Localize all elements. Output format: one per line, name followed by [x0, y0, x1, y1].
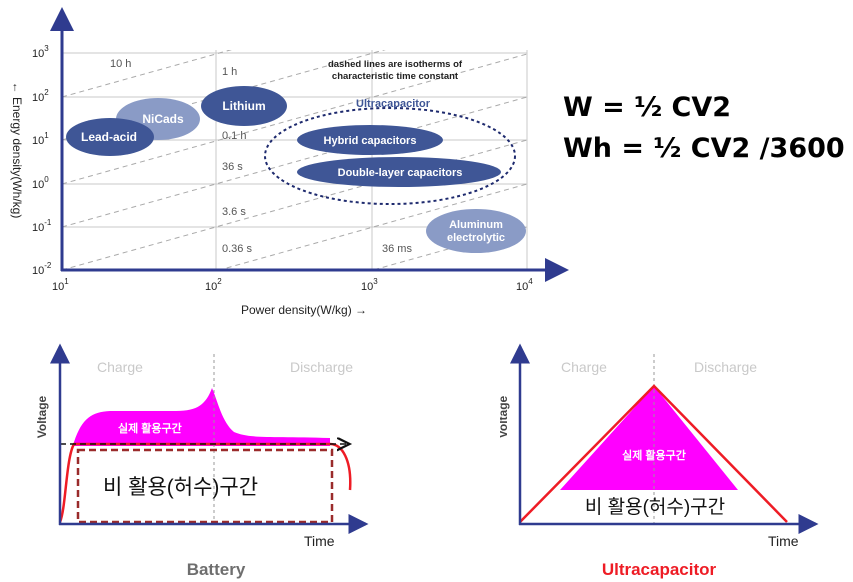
ultracapacitor-chart: Voltage Time Charge Discharge 실제 활용구간 비 …	[500, 343, 819, 579]
aluminum-electrolytic-region	[426, 209, 526, 253]
lithium-region	[201, 86, 287, 126]
ultracap-x-label: Time	[768, 533, 799, 549]
isotherm-note: dashed lines are isotherms of	[328, 59, 463, 70]
ultracap-unused-zone-label: 비 활용(허수)구간	[585, 496, 725, 518]
aluminum-electrolytic-label: Aluminum	[449, 219, 503, 231]
y-tick-label: 10-1	[32, 218, 52, 234]
battery-discharge-label: Discharge	[290, 359, 353, 375]
ultracap-used-zone	[560, 386, 738, 490]
time-label: 36 s	[222, 161, 243, 173]
x-tick-label: 101	[52, 277, 69, 293]
y-tick-label: 101	[32, 131, 49, 147]
battery-unused-zone-label: 비 활용(허수)구간	[103, 476, 258, 499]
x-tick-label: 103	[361, 277, 378, 293]
lithium-label: Lithium	[222, 99, 265, 113]
y-tick-label: 102	[32, 88, 49, 104]
y-tick-label: 10-2	[32, 261, 52, 277]
isotherm-note: characteristic time constant	[332, 71, 459, 82]
battery-charge-label: Charge	[97, 359, 143, 375]
battery-caption: Battery	[187, 560, 246, 579]
battery-chart: Voltage Time Charge Discharge 실제 활용구간 비 …	[35, 343, 369, 579]
hybrid-capacitors-region	[297, 125, 443, 155]
double-layer-label: Double-layer capacitors	[338, 167, 463, 179]
battery-unused-box	[76, 448, 334, 524]
ultracapacitor-group-ellipse	[264, 107, 516, 205]
ultracap-charge-label: Charge	[561, 359, 607, 375]
x-tick-label: 102	[205, 277, 222, 293]
lead-acid-region	[66, 118, 154, 156]
battery-y-label: Voltage	[35, 395, 49, 438]
ultracap-caption: Ultracapacitor	[602, 560, 717, 579]
x-tick-label: 104	[516, 277, 533, 293]
ultracap-discharge-label: Discharge	[694, 359, 757, 375]
x-axis-label: Power density(W/kg) →	[241, 303, 367, 317]
nicads-label: NiCads	[142, 112, 184, 126]
y-tick-label: 103	[32, 44, 49, 60]
battery-x-label: Time	[304, 533, 335, 549]
ultracap-voltage-curve	[519, 384, 788, 523]
ultracap-y-label: Voltage	[500, 395, 510, 438]
time-label: 1 h	[222, 66, 237, 78]
battery-used-zone	[74, 388, 330, 446]
energy-wh-formula: Wh = ½ CV2 /3600	[563, 133, 845, 164]
time-labels: 10 h 1 h 0.1 h 36 s 3.6 s 0.36 s 36 ms	[110, 58, 412, 255]
x-tick-labels: 101 102 103 104	[52, 277, 533, 293]
y-tick-label: 100	[32, 175, 49, 191]
time-label: 36 ms	[382, 243, 412, 255]
double-layer-region	[297, 157, 501, 187]
time-label: 10 h	[110, 58, 131, 70]
time-label: 3.6 s	[222, 206, 246, 218]
energy-formula: W = ½ CV2	[563, 92, 732, 123]
time-label: 0.1 h	[222, 130, 246, 142]
ultracap-used-zone-label: 실제 활용구간	[622, 448, 686, 462]
ragone-chart: 103 102 101 100 10-1 10-2 101 102 103 10…	[10, 7, 569, 317]
hybrid-capacitors-label: Hybrid capacitors	[324, 135, 417, 147]
battery-used-zone-label: 실제 활용구간	[118, 421, 182, 435]
y-tick-labels: 103 102 101 100 10-1 10-2	[32, 44, 52, 277]
y-axis-label: ← Energy density(Wh/kg)	[10, 82, 24, 219]
lead-acid-label: Lead-acid	[81, 130, 137, 144]
ultracapacitor-group-label: Ultracapacitor	[356, 98, 431, 110]
time-label: 0.36 s	[222, 243, 252, 255]
regions: NiCads Lead-acid Lithium Hybrid capacito…	[66, 86, 526, 253]
aluminum-electrolytic-label: electrolytic	[447, 232, 505, 244]
